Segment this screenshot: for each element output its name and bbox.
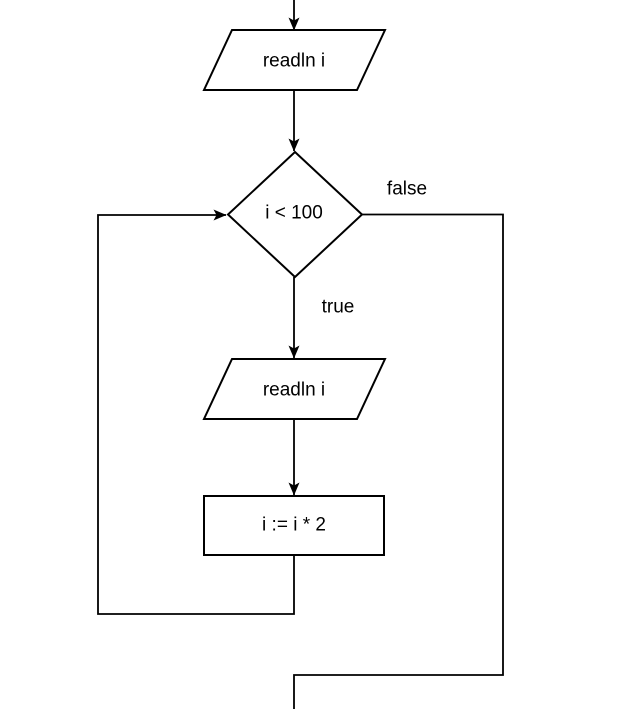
read-input-top-parallelogram: [202, 29, 387, 91]
false-branch-connector: [293, 213, 504, 709]
double-assignment-rectangle: [203, 495, 385, 556]
read-input-loop-label: readln i: [263, 380, 325, 401]
double-assignment-label: i := i * 2: [262, 515, 326, 536]
loop-condition-label: i < 100: [265, 203, 323, 224]
false-branch-label: false: [387, 179, 427, 200]
read-input-loop-parallelogram: [202, 358, 387, 420]
read-input-top-label: readln i: [263, 51, 325, 72]
loop-condition-diamond: [226, 150, 364, 279]
loopback-connector-arrow: [97, 209, 295, 615]
true-branch-label: true: [322, 297, 355, 318]
